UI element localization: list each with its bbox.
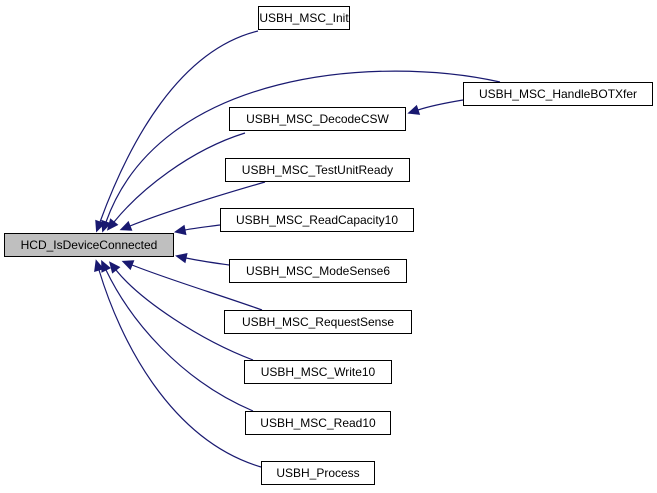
arrowhead-decodecsw-to-root xyxy=(106,218,119,231)
node-usbh-msc-read10[interactable]: USBH_MSC_Read10 xyxy=(245,411,391,435)
arrowhead-modesense-to-root xyxy=(175,252,188,264)
node-usbh-msc-modesense6[interactable]: USBH_MSC_ModeSense6 xyxy=(229,259,407,283)
edge-reqsense-to-root xyxy=(131,264,263,311)
edge-modesense-to-root xyxy=(185,257,230,266)
node-usbh-msc-testunitready[interactable]: USBH_MSC_TestUnitReady xyxy=(225,158,410,182)
arrowhead-testunit-to-root xyxy=(119,220,133,231)
edge-testunit-to-root xyxy=(129,181,266,227)
edge-decodecsw-to-root xyxy=(113,132,246,223)
edge-process-to-root xyxy=(98,269,262,468)
arrowhead-write10-to-root xyxy=(108,261,121,274)
arrowhead-readcap-to-root xyxy=(173,224,187,236)
arrowhead-handlebot-to-root xyxy=(101,219,112,233)
edge-write10-to-root xyxy=(115,269,254,361)
arrowhead-handlebot-to-decodecsw xyxy=(407,104,421,115)
edge-handlebot-to-decodecsw xyxy=(417,99,464,111)
arrowhead-process-to-root xyxy=(94,259,105,272)
node-usbh-msc-readcapacity10[interactable]: USBH_MSC_ReadCapacity10 xyxy=(220,208,414,232)
node-usbh-msc-write10[interactable]: USBH_MSC_Write10 xyxy=(244,360,392,384)
arrowhead-read10-to-root xyxy=(101,259,111,273)
node-usbh-msc-handlebotxfer[interactable]: USBH_MSC_HandleBOTXfer xyxy=(463,82,653,106)
edge-read10-to-root xyxy=(105,269,254,412)
edge-readcap-to-root xyxy=(184,224,221,231)
arrowhead-reqsense-to-root xyxy=(121,260,135,271)
node-usbh-msc-init[interactable]: USBH_MSC_Init xyxy=(258,6,350,30)
node-usbh-process[interactable]: USBH_Process xyxy=(261,461,375,485)
node-usbh-msc-requestsense[interactable]: USBH_MSC_RequestSense xyxy=(224,310,412,334)
node-hcd-isdeviceconnected[interactable]: HCD_IsDeviceConnected xyxy=(4,233,174,257)
edge-handlebot-to-root xyxy=(105,70,501,223)
node-usbh-msc-decodecsw[interactable]: USBH_MSC_DecodeCSW xyxy=(229,107,406,131)
edge-init-to-root xyxy=(99,30,259,223)
